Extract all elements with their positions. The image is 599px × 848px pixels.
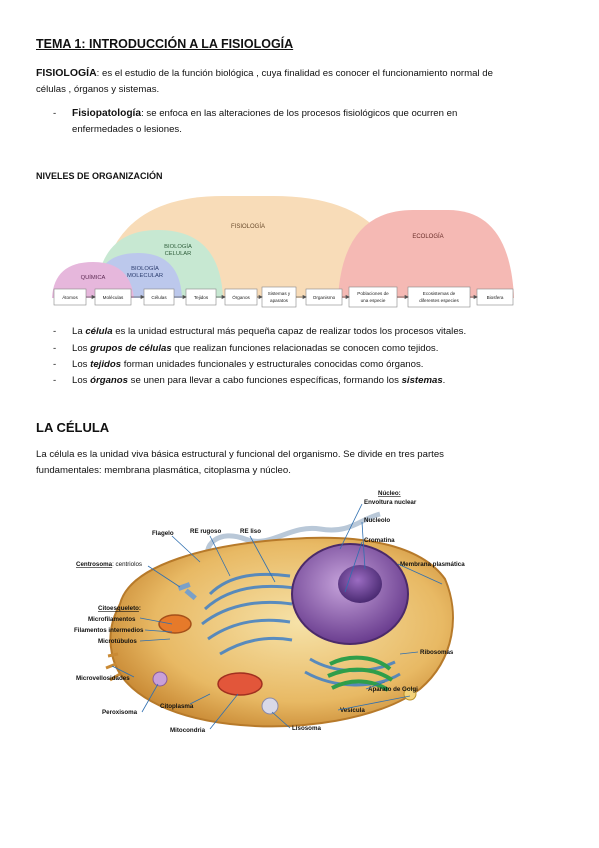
label-citoesqueleto-colon: : <box>139 605 141 612</box>
bullet-text: Los <box>72 359 91 370</box>
label-envoltura: Envoltura nuclear <box>364 499 417 506</box>
label-peroxisoma: Peroxisoma <box>102 709 138 716</box>
label-mitocondria: Mitocondria <box>170 727 206 734</box>
level-text-ecosistemas-1: Ecosistemas de <box>423 291 456 296</box>
label-microvellosidades: Microvellosidades <box>76 675 130 682</box>
svg-text:Citoesqueleto:: Citoesqueleto: <box>98 605 141 612</box>
cell-illustration: Núcleo: Envoltura nuclear Nucleolo Croma… <box>74 490 465 734</box>
bullet-text: . <box>442 375 446 386</box>
label-membrana: Membrana plasmática <box>400 561 465 568</box>
label-filamentos: Filamentos intermedios <box>74 627 144 634</box>
bullet-dash: - <box>53 343 57 354</box>
bullet-text: Los <box>72 375 91 386</box>
level-text-organismo: Organismo <box>313 295 336 300</box>
fisiopatologia-term: Fisiopatología <box>72 108 142 119</box>
cell-text-1: La célula es la unidad viva básica estru… <box>36 449 444 460</box>
level-text-tejidos: Tejidos <box>194 295 209 300</box>
level-text-poblaciones-1: Poblaciones de <box>357 291 389 296</box>
nucleolus <box>338 565 382 603</box>
label-lisosoma: Lisosoma <box>292 725 321 732</box>
label-nucleo: Núcleo: <box>378 490 401 497</box>
bio-molecular-label-2: MOLECULAR <box>127 273 163 279</box>
label-centriolos: : centriolos <box>112 561 142 568</box>
label-citoesqueleto: Citoesqueleto <box>98 605 139 612</box>
mitochondrion <box>217 672 263 696</box>
label-centrosoma: Centrosoma <box>76 561 113 568</box>
microvilli <box>105 652 121 682</box>
ecologia-arc <box>338 210 514 298</box>
label-cromatina: Cromatina <box>364 537 395 544</box>
cell-text-2: fundamentales: membrana plasmática, cito… <box>36 465 291 476</box>
svg-text:Centrosoma: centriolos: Centrosoma: centriolos <box>76 561 142 568</box>
label-leaders <box>111 503 443 730</box>
label-citoplasma: Citoplasma <box>160 703 194 710</box>
bullet-emphasis: grupos de células <box>90 343 172 354</box>
lysosome <box>261 697 279 715</box>
definition-text-1: : es el estudio de la función biológica … <box>96 68 493 79</box>
ecologia-label: ECOLOGÍA <box>412 233 443 240</box>
label-golgi: Aparato de Golgi <box>368 686 418 693</box>
bullet-dash: - <box>53 359 57 370</box>
levels-heading: NIVELES DE ORGANIZACIÓN <box>36 171 163 181</box>
label-flagelo: Flagelo <box>152 530 174 537</box>
bullet-text: es la unidad estructural más pequeña cap… <box>112 326 467 337</box>
label-nucleolo: Nucleolo <box>364 517 390 524</box>
level-text-moleculas: Moléculas <box>103 295 124 300</box>
level-text-biosfera: Biosfera <box>487 295 504 300</box>
bullet-text: que realizan funciones relacionadas se c… <box>171 343 439 354</box>
label-vesicula: Vesícula <box>340 707 365 714</box>
label-re-rugoso: RE rugoso <box>190 528 222 535</box>
bullet-emphasis: órganos <box>90 375 128 386</box>
bio-celular-label-2: CELULAR <box>165 251 192 257</box>
bullet-dash: - <box>53 375 57 386</box>
centriole <box>177 582 191 591</box>
level-text-sistemas-2: aparatos <box>270 298 289 303</box>
bullet-text: se unen para llevar a cabo funciones esp… <box>128 375 402 386</box>
definition-paragraph: FISIOLOGÍA: es el estudio de la función … <box>36 65 556 98</box>
level-box-sistemas <box>261 286 297 308</box>
fisiopatologia-text-2: enfermedades o lesiones. <box>72 124 182 135</box>
bullet-emphasis: sistemas <box>401 375 443 386</box>
bullet-dash: - <box>53 326 57 337</box>
cell-heading: LA CÉLULA <box>36 420 110 435</box>
level-text-atomos: Átomos <box>62 294 78 300</box>
page-title: TEMA 1: INTRODUCCIÓN A LA FISIOLOGÍA <box>36 37 294 51</box>
vesicle <box>403 687 417 701</box>
label-microtubulos: Microtúbulos <box>98 638 137 645</box>
bullet-emphasis: célula <box>85 326 113 337</box>
fisiopatologia-text-1: : se enfoca en las alteraciones de los p… <box>141 108 458 119</box>
peroxisome <box>152 671 168 687</box>
fisiologia-label: FISIOLOGÍA <box>231 223 265 230</box>
level-box-poblaciones <box>348 286 398 308</box>
cell-paragraph: La célula es la unidad viva básica estru… <box>36 447 556 479</box>
level-text-sistemas-1: Sistemas y <box>268 291 291 296</box>
level-box-ecosistemas <box>407 286 471 308</box>
level-text-celulas: Células <box>151 295 167 300</box>
quimica-label: QUÍMICA <box>81 274 106 281</box>
label-re-liso: RE liso <box>240 528 261 535</box>
definition-term: FISIOLOGÍA <box>36 67 97 79</box>
flagellum <box>205 511 381 566</box>
bullet-text: Los <box>72 343 91 354</box>
level-text-poblaciones-2: una especie <box>361 298 386 303</box>
label-ribosomas: Ribosomas <box>420 649 454 656</box>
level-text-ecosistemas-2: diferentes especies <box>419 298 459 303</box>
mitochondrion <box>158 614 192 634</box>
level-arrows <box>86 294 478 300</box>
level-text-organos: Órganos <box>232 294 250 300</box>
bio-molecular-label-1: BIOLOGÍA <box>131 265 159 272</box>
golgi-apparatus <box>327 655 394 692</box>
bullet-text: La <box>72 326 86 337</box>
definition-text-2: células , órganos y sistemas. <box>36 84 160 95</box>
bio-celular-label-1: BIOLOGÍA <box>164 243 192 250</box>
label-microfilamentos: Microfilamentos <box>88 616 136 623</box>
bullet-text: forman unidades funcionales y estructura… <box>121 359 424 370</box>
centriole <box>184 588 197 601</box>
organization-levels-diagram: FISIOLOGÍA ECOLOGÍA BIOLOGÍA CELULAR BIO… <box>52 196 514 308</box>
bullet-emphasis: tejidos <box>90 359 122 370</box>
bullet-dash: - <box>53 108 57 119</box>
